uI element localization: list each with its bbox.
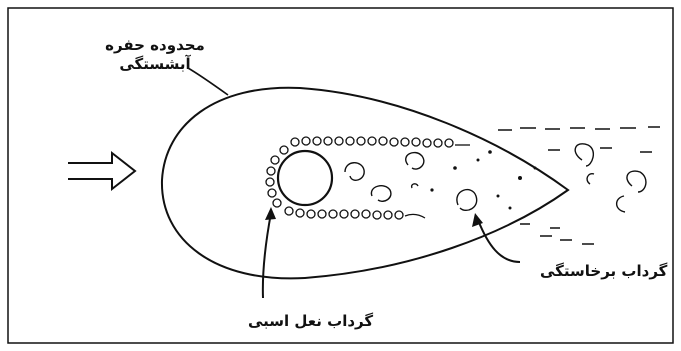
scour-boundary-label-line2: آبشستگی (119, 54, 191, 73)
wake-vortices-inner (344, 151, 478, 212)
scour-hole-boundary (160, 86, 570, 280)
wake-vortices-outer (498, 126, 660, 245)
wake-particles (430, 150, 537, 210)
flow-arrow-icon (68, 150, 137, 192)
pier-circle (276, 149, 334, 207)
horseshoe-vortex-label: گرداب نعل اسبی (248, 312, 374, 330)
horseshoe-vortex-bottom (284, 206, 426, 220)
wake-leader-arrow (472, 213, 521, 263)
horseshoe-vortex-front (265, 145, 289, 208)
scour-boundary-label-line1: محدوده حفره (105, 36, 205, 54)
wake-vortex-label: گرداب برخاستگی (540, 262, 668, 280)
horseshoe-leader-arrow (261, 207, 276, 299)
scour-leader-line (187, 67, 229, 96)
horseshoe-vortex-top (290, 136, 470, 148)
scour-boundary-label: محدوده حفره آبشستگی (90, 36, 220, 74)
figure-border (7, 7, 674, 344)
